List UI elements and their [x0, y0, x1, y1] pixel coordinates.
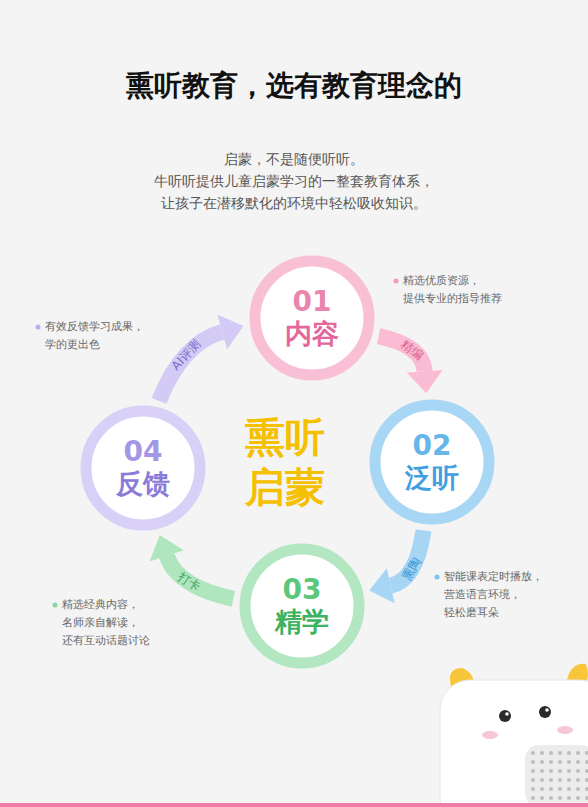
stage-circle: 01内容	[249, 255, 375, 381]
subtitle-line: 让孩子在潜移默化的环境中轻松吸收知识。	[0, 193, 588, 213]
grille-hole	[585, 778, 588, 782]
step-number: 02	[413, 430, 452, 462]
grille-hole	[585, 760, 588, 764]
grille-hole	[540, 796, 544, 800]
grille-hole	[567, 769, 571, 773]
grille-hole	[540, 787, 544, 791]
flow-arrow	[159, 315, 243, 401]
subtitle-line: 启蒙，不是随便听听。	[0, 149, 588, 169]
grille-hole	[567, 760, 571, 764]
subtitle-line: 牛听听提供儿童启蒙学习的一整套教育体系，	[0, 171, 588, 191]
stage-circle: 02泛听	[369, 399, 495, 525]
bullet-dot	[435, 575, 440, 580]
step-name: 反馈	[116, 468, 170, 500]
note-text: 有效反馈学习成果， 学的更出色	[45, 318, 155, 354]
arrow-label: AI评测	[169, 337, 203, 373]
step-name: 泛听	[405, 462, 459, 494]
grille-hole	[558, 769, 562, 773]
bullet-dot	[394, 279, 399, 284]
grille-hole	[576, 751, 580, 755]
grille-hole	[531, 760, 535, 764]
bottom-bar	[0, 803, 588, 807]
grille-hole	[567, 787, 571, 791]
step-number: 04	[124, 436, 163, 468]
grille-hole	[567, 751, 571, 755]
grille-hole	[531, 796, 535, 800]
grille-hole	[576, 760, 580, 764]
grille-hole	[576, 787, 580, 791]
grille-hole	[549, 751, 553, 755]
note-text: 精选优质资源， 提供专业的指导推荐	[403, 272, 523, 308]
grille-hole	[558, 760, 562, 764]
grille-hole	[558, 778, 562, 782]
grille-hole	[540, 760, 544, 764]
bullet-dot	[53, 603, 58, 608]
center-heading: 熏听	[185, 414, 385, 460]
flow-arrow	[150, 535, 234, 599]
step-number: 01	[293, 286, 332, 318]
grille-hole	[576, 796, 580, 800]
grille-hole	[549, 787, 553, 791]
step-name: 内容	[285, 318, 339, 350]
grille-hole	[540, 769, 544, 773]
grille-hole	[558, 751, 562, 755]
bullet-dot	[36, 325, 41, 330]
grille-hole	[576, 769, 580, 773]
grille-hole	[567, 796, 571, 800]
grille-hole	[576, 778, 580, 782]
step-name: 精学	[275, 606, 329, 638]
flow-arrow	[379, 336, 443, 393]
grille-hole	[540, 751, 544, 755]
grille-hole	[585, 769, 588, 773]
grille-hole	[585, 787, 588, 791]
grille-hole	[585, 796, 588, 800]
grille-hole	[549, 769, 553, 773]
grille-hole	[567, 778, 571, 782]
grille-hole	[549, 778, 553, 782]
step-number: 03	[283, 574, 322, 606]
grille-hole	[531, 778, 535, 782]
center-heading: 启蒙	[185, 464, 385, 510]
grille-hole	[549, 796, 553, 800]
stage-circle: 03精学	[239, 543, 365, 669]
cow-speaker	[440, 664, 588, 807]
grille-hole	[549, 760, 553, 764]
title: 熏听教育，选有教育理念的	[0, 68, 588, 104]
grille-hole	[540, 778, 544, 782]
grille-hole	[585, 751, 588, 755]
grille-hole	[531, 769, 535, 773]
grille-hole	[531, 751, 535, 755]
grille-hole	[558, 787, 562, 791]
flow-arrow	[369, 530, 423, 603]
grille-hole	[531, 787, 535, 791]
note-text: 智能课表定时播放， 营造语言环境， 轻松磨耳朵	[444, 568, 564, 622]
note-text: 精选经典内容， 名师亲自解读， 还有互动话题讨论	[62, 596, 172, 650]
grille-hole	[558, 796, 562, 800]
stage-circle: 04反馈	[80, 405, 206, 531]
